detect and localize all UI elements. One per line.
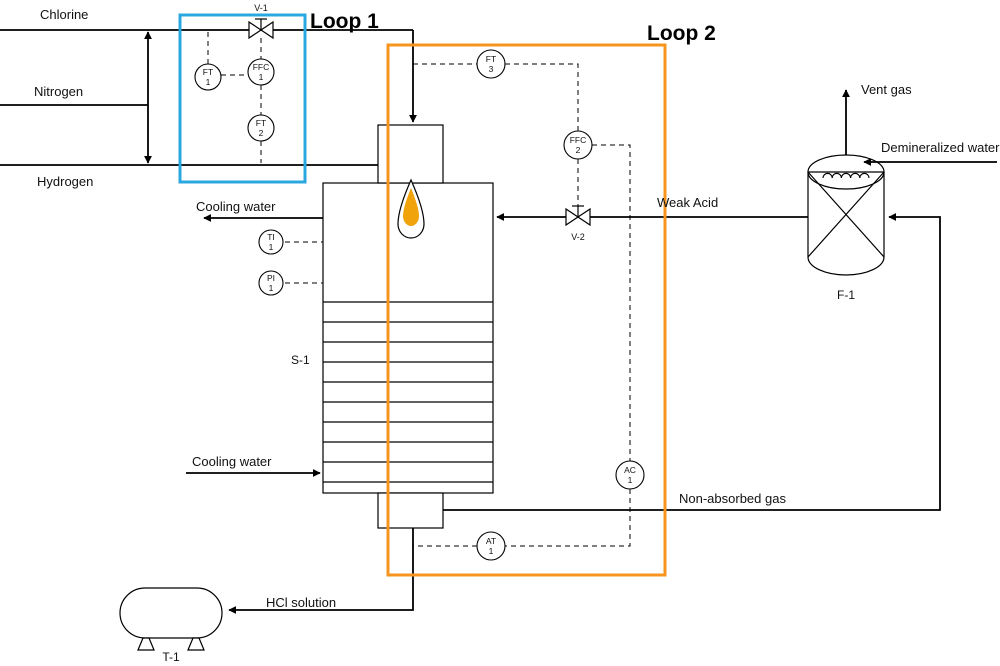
loop-layer — [178, 13, 667, 577]
v1-body-right — [259, 20, 274, 40]
weak-acid-label: Weak Acid — [657, 195, 718, 210]
f1-packing-cross — [807, 171, 885, 258]
instrument-at1: AT 1 — [476, 531, 506, 561]
signal-layer — [207, 32, 631, 547]
instrument-tag: AT — [486, 536, 496, 546]
instrument-number: 1 — [489, 546, 494, 556]
instrument-ac1: AC 1 — [615, 460, 645, 490]
instrument-circle — [476, 531, 506, 561]
instrument-number: 1 — [269, 283, 274, 293]
t1-foot-right — [187, 637, 205, 651]
instrument-pi1: PI 1 — [258, 270, 284, 296]
hydrogen-label: Hydrogen — [37, 174, 93, 189]
instrument-tag: FT — [256, 118, 266, 128]
loop1-label: Loop 1 — [310, 10, 379, 33]
loop2-box — [386, 43, 667, 577]
non-absorbed-gas-label: Non-absorbed gas — [679, 491, 786, 506]
instrument-circle — [247, 114, 275, 142]
f1-vessel-body — [807, 171, 885, 276]
instrument-number: 1 — [628, 475, 633, 485]
instrument-number: 1 — [259, 72, 264, 82]
instrument-ft2: FT 2 — [247, 114, 275, 142]
instrument-number: 1 — [206, 77, 211, 87]
instrument-circle — [194, 63, 222, 91]
instrument-number: 1 — [269, 242, 274, 252]
instrument-circle — [615, 460, 645, 490]
instrument-ti1: TI 1 — [258, 229, 284, 255]
valve-v2 — [565, 205, 591, 227]
sprayer-icon — [822, 172, 870, 179]
chlorine-label: Chlorine — [40, 7, 88, 22]
instrument-ffc2: FFC 2 — [563, 130, 593, 160]
hcl-solution-line — [228, 528, 414, 614]
instrument-circle — [258, 270, 284, 296]
cooling-water-out-label: Cooling water — [196, 199, 276, 214]
t1-foot-left — [137, 637, 155, 651]
signal-ac1-at1 — [505, 489, 631, 547]
instrument-circle — [563, 130, 593, 160]
instrument-ffc1: FFC 1 — [247, 58, 275, 86]
instrument-ft3: FT 3 — [476, 49, 506, 79]
loop1-box — [178, 13, 307, 184]
s1-label: S-1 — [291, 353, 310, 367]
instrument-ft1: FT 1 — [194, 63, 222, 91]
instrument-circle — [247, 58, 275, 86]
t1-tank — [119, 587, 223, 639]
flame-inner-icon — [403, 188, 419, 226]
pipe-layer — [0, 29, 997, 614]
v2-body-left — [565, 207, 580, 227]
v2-label: V-2 — [571, 232, 585, 242]
instrument-tag: FT — [203, 67, 213, 77]
signal-ffc2-ac1 — [592, 144, 631, 461]
signal-ft3-ffc2 — [505, 63, 579, 131]
demineralized-water-label: Demineralized water — [881, 140, 1000, 155]
loop2-label: Loop 2 — [647, 22, 716, 45]
vent-gas-label: Vent gas — [861, 82, 912, 97]
instrument-tag: AC — [624, 465, 636, 475]
hcl-solution-label: HCl solution — [266, 595, 336, 610]
f1-label: F-1 — [837, 288, 855, 302]
v1-label: V-1 — [254, 3, 268, 13]
instrument-tag: TI — [267, 232, 275, 242]
valve-v1 — [248, 18, 274, 40]
instrument-circle — [258, 229, 284, 255]
non-absorbed-gas-line — [443, 213, 941, 511]
s1-tray-lines — [323, 301, 493, 483]
instrument-tag: PI — [267, 273, 275, 283]
t1-label: T-1 — [162, 650, 180, 664]
nitrogen-label: Nitrogen — [34, 84, 83, 99]
valve-layer — [248, 18, 591, 227]
instrument-circle — [476, 49, 506, 79]
instrument-layer: FT 1 FFC 1 FT 2 FT 3 FFC 2 TI 1 — [194, 49, 645, 561]
instrument-tag: FFC — [253, 62, 270, 72]
label-layer: Chlorine Nitrogen Hydrogen Cooling water… — [34, 3, 1000, 664]
instrument-number: 2 — [576, 145, 581, 155]
v1-body-left — [248, 20, 263, 40]
instrument-tag: FFC — [570, 135, 587, 145]
instrument-number: 2 — [259, 128, 264, 138]
v2-body-right — [576, 207, 591, 227]
instrument-number: 3 — [489, 64, 494, 74]
instrument-tag: FT — [486, 54, 496, 64]
cooling-water-in-label: Cooling water — [192, 454, 272, 469]
